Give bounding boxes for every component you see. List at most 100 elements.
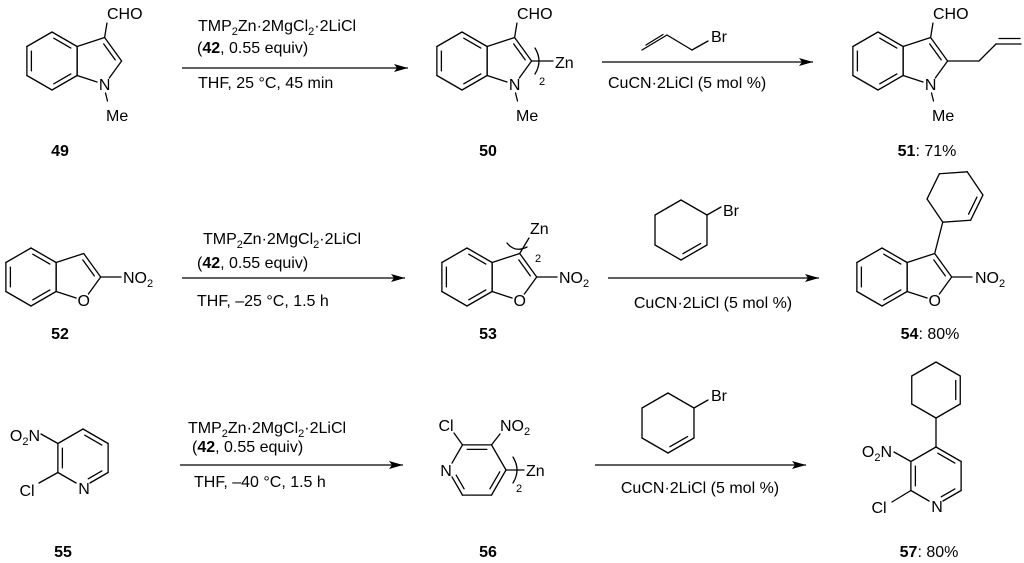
double-bond-line	[463, 73, 482, 85]
bond	[641, 437, 669, 454]
bracket	[506, 242, 528, 250]
bond	[930, 92, 935, 102]
bond	[706, 206, 722, 216]
bond	[926, 198, 944, 223]
bond	[881, 247, 908, 264]
catalyst: CuCN·2LiCl (5 mol %)	[634, 295, 792, 312]
atom-label-n: N	[78, 481, 90, 498]
reagent-equiv: (42, 0.55 equiv)	[197, 255, 308, 272]
bond	[910, 489, 930, 502]
compound-label: 50	[479, 143, 497, 160]
bond	[906, 290, 928, 299]
bond	[436, 74, 463, 91]
atom-label-br: Br	[711, 29, 728, 46]
bond	[891, 489, 912, 503]
catalyst: CuCN·2LiCl (5 mol %)	[608, 75, 766, 92]
double-bond-line	[967, 196, 978, 215]
compound-label-yield: 57: 80%	[900, 544, 959, 561]
double-bond-line	[879, 37, 898, 49]
bond	[893, 451, 912, 463]
bond	[40, 433, 59, 445]
bond	[935, 446, 962, 463]
bond	[103, 22, 108, 39]
bond	[451, 476, 464, 496]
bond	[461, 31, 488, 48]
double-bond-line	[518, 259, 531, 277]
atom-label-n: N	[509, 77, 521, 94]
double-bond-line	[463, 37, 482, 49]
metalation-step-3: TMP2Zn·2MgCl2·2LiCl (42, 0.55 equiv) THF…	[180, 420, 403, 491]
atom-label-br: Br	[711, 388, 728, 405]
reagent-formula: TMP2Zn·2MgCl2·2LiCl	[203, 231, 361, 251]
atom-label-o: O	[513, 293, 525, 310]
bond	[104, 92, 109, 102]
bond	[490, 469, 507, 496]
bond	[902, 36, 932, 48]
bond	[57, 428, 84, 445]
bond	[82, 428, 109, 445]
double-bond-line	[84, 434, 103, 446]
bond	[486, 74, 508, 83]
bond	[466, 247, 493, 264]
bond	[30, 247, 57, 264]
reagent-formula: TMP2Zn·2MgCl2·2LiCl	[198, 18, 356, 38]
bond	[87, 276, 102, 295]
bond	[523, 276, 538, 295]
bond	[103, 36, 123, 62]
bond	[513, 22, 518, 39]
atom-label-me: Me	[106, 108, 128, 125]
bond	[942, 219, 972, 223]
bond	[641, 392, 669, 409]
bond	[667, 392, 695, 409]
bond	[441, 247, 468, 264]
bond	[436, 31, 463, 48]
bond	[935, 361, 961, 377]
bracket	[534, 47, 540, 75]
bond	[929, 36, 949, 62]
bond	[451, 444, 464, 464]
double-bond-line	[489, 471, 501, 490]
bond	[966, 171, 984, 196]
bond	[911, 403, 937, 419]
atom-label-me: Me	[932, 108, 954, 125]
reaction-conditions: THF, 25 °C, 45 min	[198, 75, 333, 92]
bond	[680, 244, 708, 261]
compound-57: O2N Cl N 57: 80%	[862, 444, 959, 561]
bond	[641, 34, 668, 51]
bond	[877, 74, 904, 91]
atom-label-cho: CHO	[517, 6, 553, 23]
bond	[906, 252, 936, 264]
bond	[83, 252, 102, 278]
atom-label-n: N	[931, 499, 943, 516]
bond	[453, 432, 464, 446]
compound-49: CHO N Me 49	[51, 6, 142, 160]
bond	[513, 36, 533, 62]
reagent-equiv: (42, 0.55 equiv)	[197, 40, 308, 57]
bond	[26, 31, 53, 48]
bracket-count: 2	[535, 253, 541, 265]
bond-layer	[5, 22, 1022, 503]
reagent-formula: TMP2Zn·2MgCl2·2LiCl	[188, 420, 346, 440]
double-bond-line	[32, 253, 51, 265]
bond	[514, 92, 519, 102]
bond	[441, 290, 468, 307]
double-bond-line	[53, 37, 72, 49]
double-bond-line	[883, 289, 902, 301]
compound-label-yield: 51: 71%	[898, 143, 957, 160]
atom-label-no2: NO2	[559, 270, 589, 290]
bond	[5, 290, 32, 307]
double-bond-line	[940, 488, 956, 498]
atom-label-cl: Cl	[438, 418, 453, 435]
atom-label-no2: NO2	[123, 270, 153, 290]
bond	[970, 194, 984, 221]
atom-label-o: O	[928, 293, 940, 310]
bracket-count: 2	[539, 76, 545, 88]
bond	[942, 489, 962, 502]
bond	[935, 403, 961, 419]
compound-label: 52	[51, 326, 69, 343]
atom-label-cho: CHO	[107, 6, 143, 23]
bond	[691, 40, 709, 51]
bond	[89, 471, 109, 484]
coupling-step-2: Br CuCN·2LiCl (5 mol %)	[608, 203, 819, 312]
